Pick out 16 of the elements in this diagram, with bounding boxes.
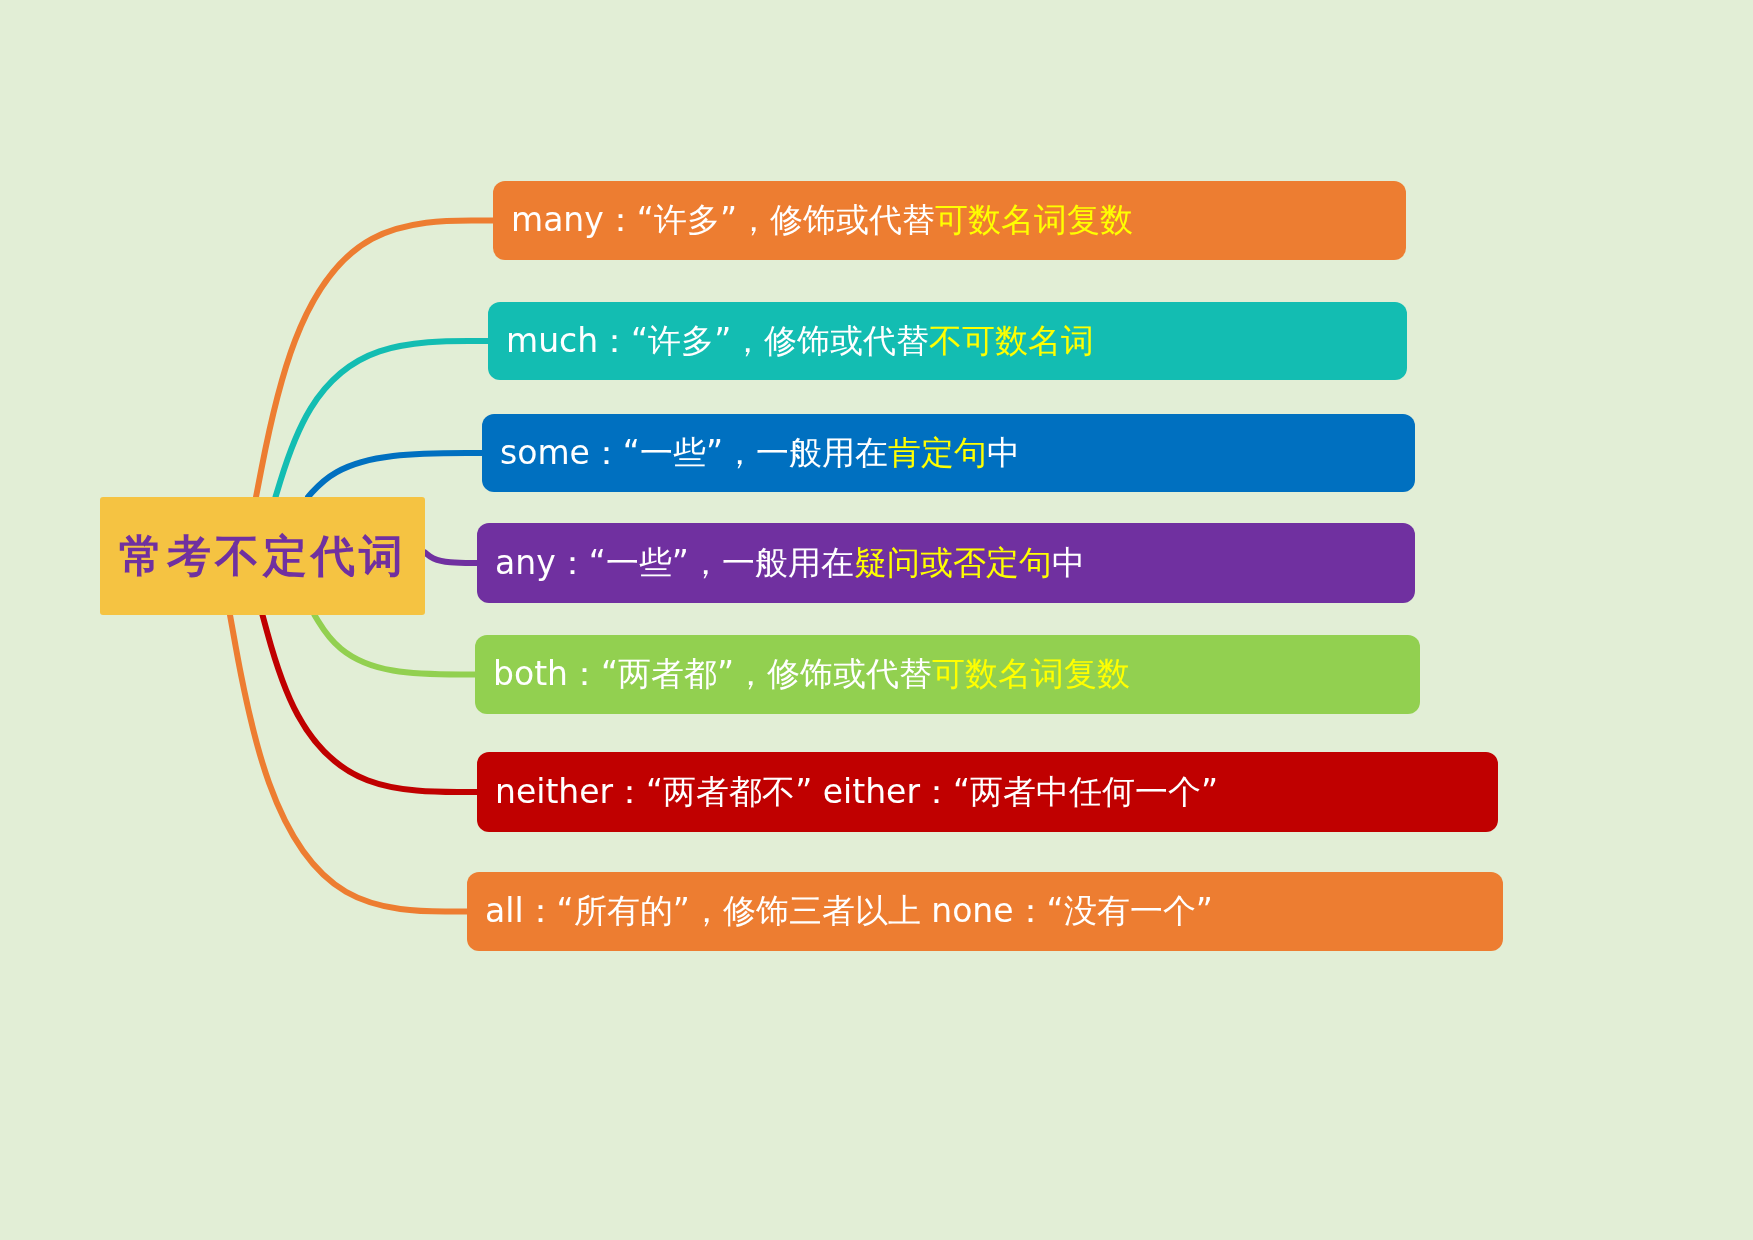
topic-text: 常考不定代词 [118, 528, 407, 583]
branch-topic [475, 635, 1420, 714]
central-topic [100, 497, 425, 615]
branch-topic [488, 302, 1407, 380]
topic-text: both：“两者都”，修饰或代替可数名词复数 [492, 653, 1131, 695]
topic-text: many：“许多”，修饰或代替可数名词复数 [510, 199, 1133, 241]
branch-topic [477, 523, 1415, 603]
topic-text: neither：“两者都不” either：“两者中任何一个” [494, 770, 1219, 813]
topic-text: any：“一些”，一般用在疑问或否定句中 [494, 541, 1085, 584]
topic-text: all：“所有的”，修饰三者以上 none：“没有一个” [484, 890, 1213, 932]
branch-topic [493, 181, 1406, 260]
topic-text: some：“一些”，一般用在肯定句中 [499, 431, 1021, 474]
branch-topic [477, 752, 1498, 832]
topic-text: much：“许多”，修饰或代替不可数名词 [505, 319, 1095, 362]
branch-topic [482, 414, 1415, 492]
branch-topic [467, 872, 1503, 951]
